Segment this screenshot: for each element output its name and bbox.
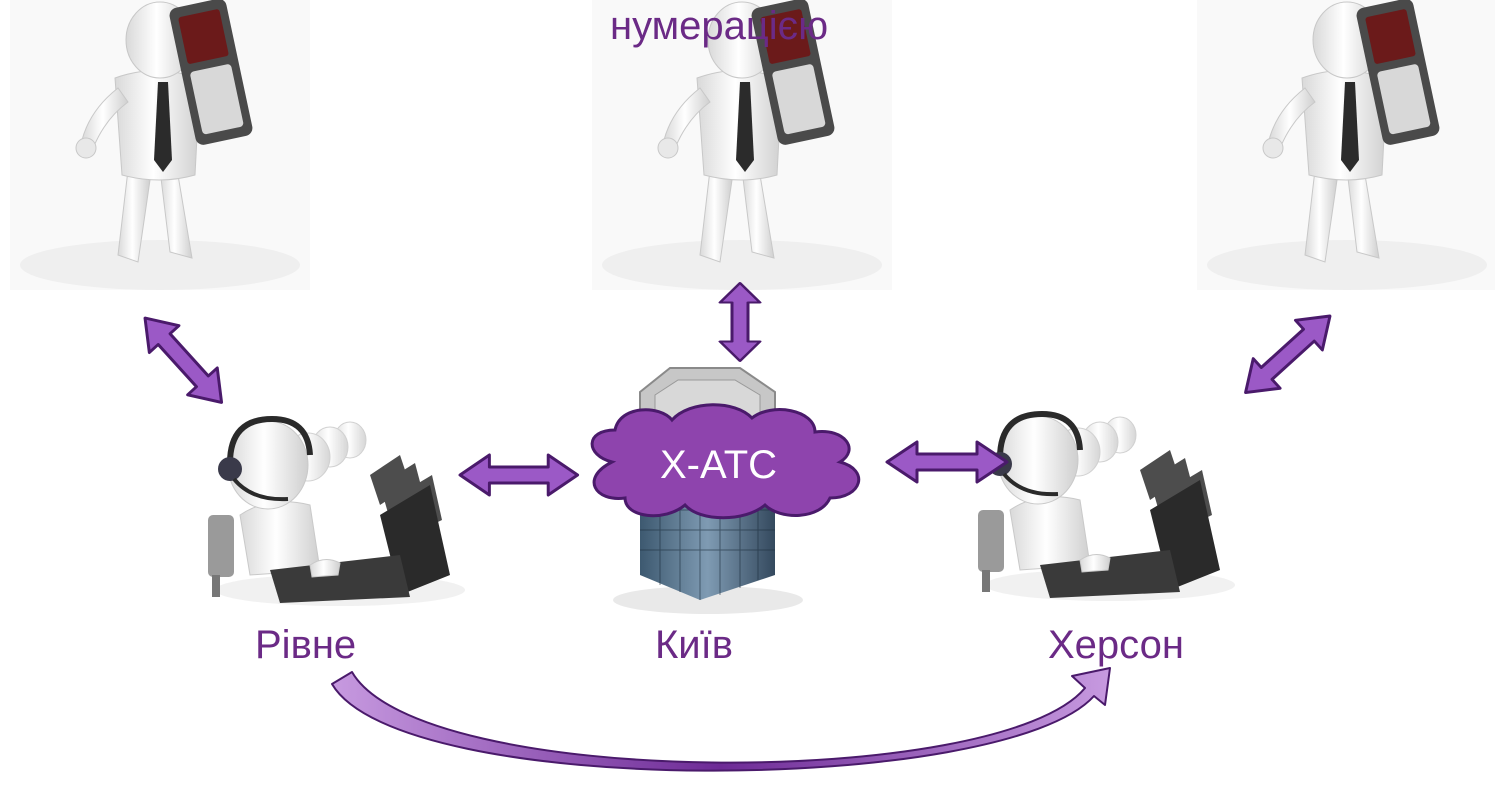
arrow-right-caller-to-callcenter	[1230, 299, 1345, 409]
city-label-rivne: Рівне	[255, 623, 357, 667]
arrow-left-caller-to-callcenter	[128, 303, 238, 418]
arrow-left-callcenter-to-exchange	[458, 453, 580, 497]
call-center-left-icon	[200, 405, 470, 606]
caller-right-icon	[1196, 0, 1495, 291]
caller-left-icon	[9, 0, 311, 291]
cloud-shape	[590, 403, 861, 520]
city-label-kyiv: Київ	[655, 623, 734, 667]
city-label-kherson: Херсон	[1048, 623, 1184, 667]
call-center-right-icon	[970, 400, 1240, 601]
caption-top: нумерацією	[610, 4, 829, 48]
curved-arrow-rivne-to-kherson	[331, 667, 1111, 772]
exchange-label: X-ATC	[660, 443, 778, 487]
